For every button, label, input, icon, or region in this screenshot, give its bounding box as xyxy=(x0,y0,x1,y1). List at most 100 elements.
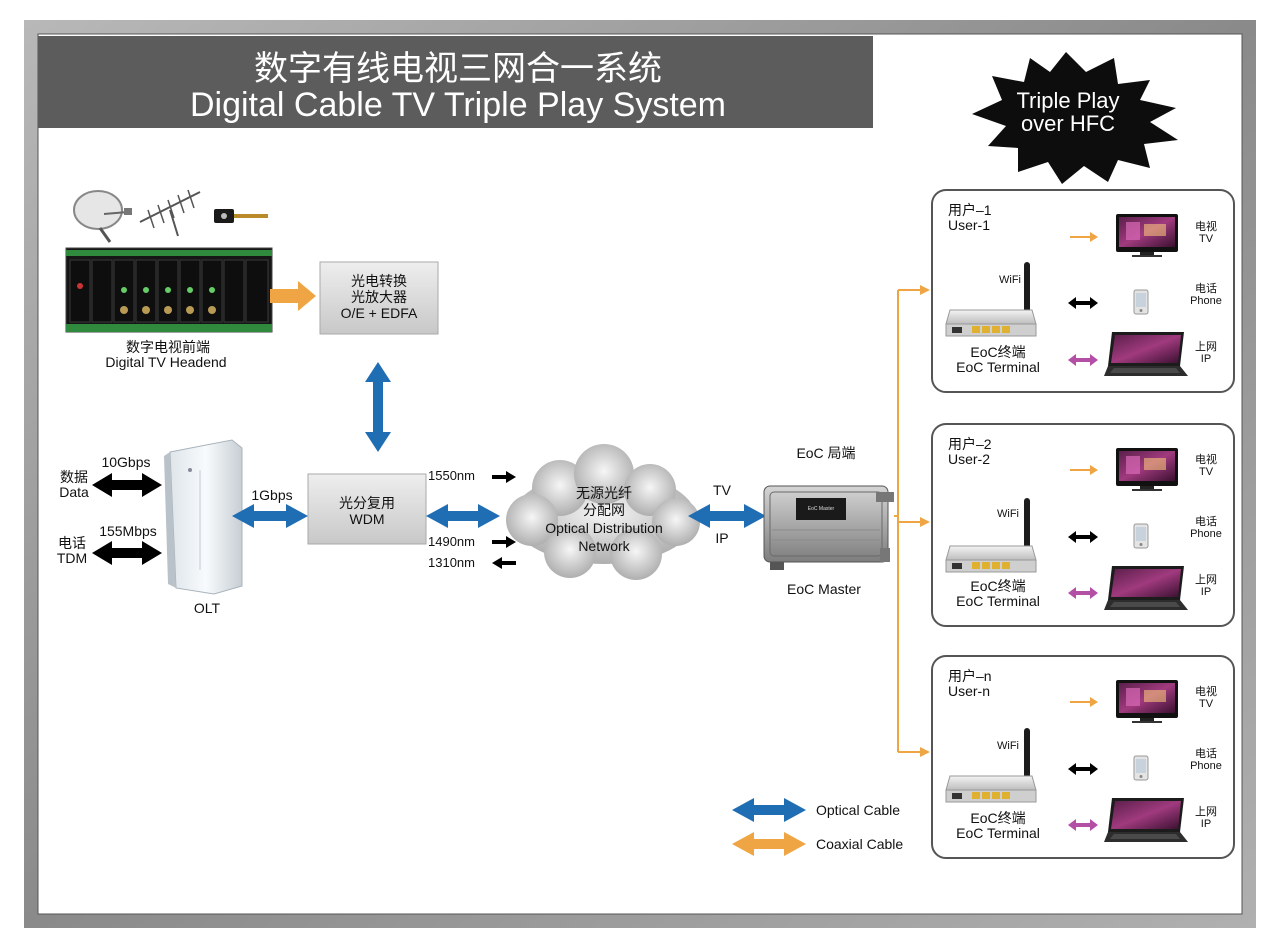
cloud-line-2: 分配网 xyxy=(583,502,625,518)
data-label-en: Data xyxy=(59,484,89,500)
tdm-label-zh: 电话 xyxy=(58,535,86,551)
user-n-terminal-zh: EoC终端 xyxy=(970,810,1025,826)
user-n-tv-zh: 电视 xyxy=(1195,684,1217,698)
legend-coaxial-label: Coaxial Cable xyxy=(816,836,903,852)
user-1-phone-zh: 电话 xyxy=(1195,282,1217,295)
user-1-phone-en: Phone xyxy=(1190,295,1222,307)
wdm-box-line-1: 光分复用 xyxy=(339,495,395,511)
oe-box-line-2: 光放大器 xyxy=(351,289,407,305)
user-n-ip-arrow xyxy=(1068,819,1098,831)
laptop-icon xyxy=(1104,566,1188,610)
optical-arrow-wdm-odn xyxy=(426,504,500,528)
user-1-label-zh: 用户–1 xyxy=(948,202,992,218)
title-bar xyxy=(38,36,873,128)
user-panel-2: 用户–2 User-2 WiFi EoC终端 EoC Terminal 电视 T… xyxy=(931,423,1235,627)
cloud-line-1: 无源光纤 xyxy=(576,485,632,501)
tdm-label-en: TDM xyxy=(57,550,87,566)
tv-icon xyxy=(1116,214,1178,257)
data-label-zh: 数据 xyxy=(60,469,88,485)
lnb-icon xyxy=(214,209,268,223)
user-1-phone-arrow xyxy=(1068,297,1098,309)
title-en: Digital Cable TV Triple Play System xyxy=(190,86,726,124)
user-2-label-en: User-2 xyxy=(948,451,990,467)
legend-optical-label: Optical Cable xyxy=(816,802,900,818)
phone-icon xyxy=(1133,755,1149,781)
badge-line-1: Triple Play xyxy=(1016,88,1119,113)
user-n-phone-zh: 电话 xyxy=(1195,747,1217,760)
user-1-tv-arrow xyxy=(1070,232,1098,242)
phone-icon xyxy=(1133,523,1149,549)
user-1-label-en: User-1 xyxy=(948,217,990,233)
olt-label: OLT xyxy=(194,600,221,616)
user-1-terminal-zh: EoC终端 xyxy=(970,344,1025,360)
headend-rack-icon xyxy=(65,247,273,333)
user-n-phone-en: Phone xyxy=(1190,760,1222,772)
cloud-line-3: Optical Distribution xyxy=(545,520,663,536)
satellite-dish-icon xyxy=(73,190,132,243)
optical-arrow-odn-eoc xyxy=(688,504,766,528)
phone-icon xyxy=(1133,289,1149,315)
legend: Optical Cable Coaxial Cable xyxy=(732,798,903,856)
wavelength-1310: 1310nm xyxy=(428,555,475,570)
oe-box-line-3: O/E + EDFA xyxy=(341,305,418,321)
user-n-net-en: IP xyxy=(1201,818,1211,830)
headend-label-en: Digital TV Headend xyxy=(105,354,226,370)
user-1-wifi-label: WiFi xyxy=(999,274,1021,286)
arrow-1490-right xyxy=(492,536,516,548)
user-panel-1: 用户–1 User-1 WiFi EoC终端 EoC Terminal 电视 T… xyxy=(931,189,1235,393)
user-n-wifi-label: WiFi xyxy=(997,740,1019,752)
title-zh: 数字有线电视三网合一系统 xyxy=(254,50,662,88)
user-1-net-en: IP xyxy=(1201,353,1211,365)
optical-arrow-olt-wdm xyxy=(232,504,308,528)
user-2-tv-zh: 电视 xyxy=(1195,452,1217,466)
user-2-phone-arrow xyxy=(1068,531,1098,543)
headend-label-zh: 数字电视前端 xyxy=(126,339,210,355)
legend-coaxial-swatch xyxy=(732,832,806,856)
coaxial-bus xyxy=(894,285,930,757)
user-2-wifi-label: WiFi xyxy=(997,508,1019,520)
tv-icon xyxy=(1116,448,1178,491)
eoc-master-device-icon: EoC Master xyxy=(763,485,894,570)
arrow-1550-right xyxy=(492,471,516,483)
user-2-tv-en: TV xyxy=(1199,466,1214,478)
user-n-tv-arrow xyxy=(1070,697,1098,707)
tdm-arrow xyxy=(92,541,162,565)
laptop-icon xyxy=(1104,332,1188,376)
optical-arrow-vertical xyxy=(365,362,391,452)
cloud-icon xyxy=(506,444,700,580)
laptop-icon xyxy=(1104,798,1188,842)
user-panel-n: 用户–n User-n WiFi EoC终端 EoC Terminal 电视 T… xyxy=(931,655,1235,859)
user-2-net-zh: 上网 xyxy=(1195,573,1217,586)
user-n-phone-arrow xyxy=(1068,763,1098,775)
olt-rate-label: 1Gbps xyxy=(251,487,292,503)
eoc-master-label-zh: EoC 局端 xyxy=(796,445,855,461)
user-1-ip-arrow xyxy=(1068,354,1098,366)
user-2-terminal-zh: EoC终端 xyxy=(970,578,1025,594)
wdm-box-line-2: WDM xyxy=(350,511,385,527)
link-tv-label: TV xyxy=(713,482,732,498)
link-ip-label: IP xyxy=(715,530,728,546)
user-2-phone-zh: 电话 xyxy=(1195,515,1217,528)
user-n-tv-en: TV xyxy=(1199,698,1214,710)
user-1-tv-zh: 电视 xyxy=(1195,219,1217,233)
user-1-net-zh: 上网 xyxy=(1195,340,1217,353)
user-2-ip-arrow xyxy=(1068,587,1098,599)
eoc-master-label-en: EoC Master xyxy=(787,581,861,597)
legend-optical-swatch xyxy=(732,798,806,822)
eoc-master-plate: EoC Master xyxy=(808,506,835,512)
data-rate-label: 10Gbps xyxy=(101,454,150,470)
user-2-label-zh: 用户–2 xyxy=(948,436,992,452)
arrow-1310-left xyxy=(492,557,516,569)
oe-box-line-1: 光电转换 xyxy=(351,273,407,289)
tv-icon xyxy=(1116,680,1178,723)
wdm-box xyxy=(307,473,427,545)
olt-cabinet-icon xyxy=(164,439,243,595)
wavelength-1550: 1550nm xyxy=(428,468,475,483)
user-1-terminal-en: EoC Terminal xyxy=(956,359,1040,375)
tdm-rate-label: 155Mbps xyxy=(99,523,157,539)
user-n-net-zh: 上网 xyxy=(1195,805,1217,818)
user-2-phone-en: Phone xyxy=(1190,528,1222,540)
yagi-antenna-icon xyxy=(139,189,201,237)
